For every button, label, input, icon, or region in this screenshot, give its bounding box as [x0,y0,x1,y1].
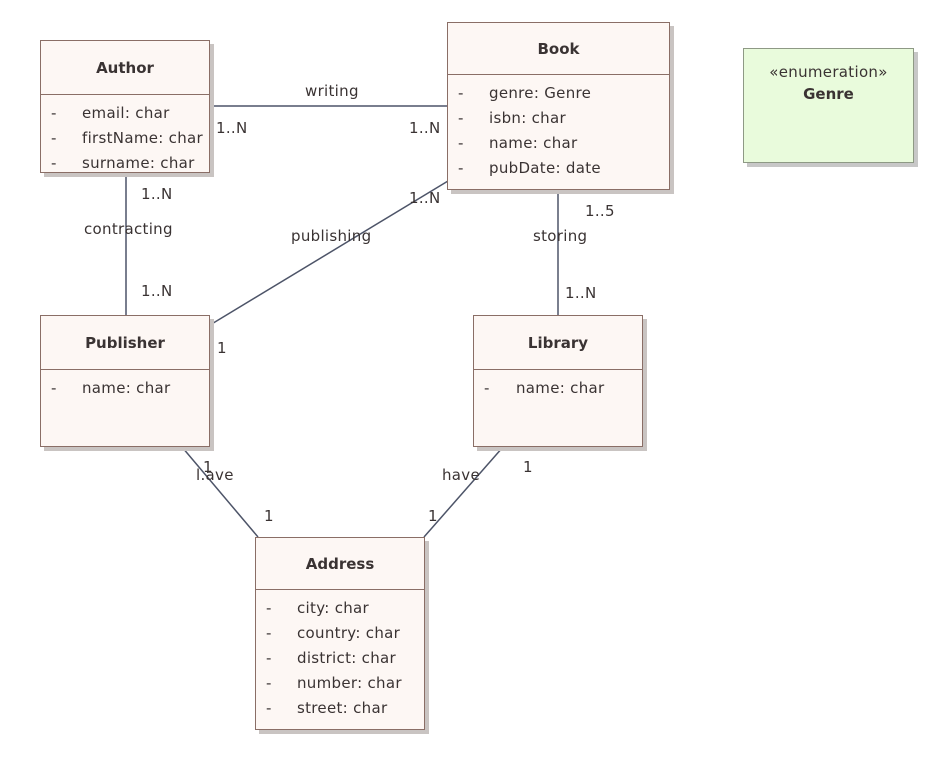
attribute-row[interactable]: - city: char [256,596,424,621]
library-class-name: Library [474,316,642,370]
attribute-row[interactable]: - district: char [256,646,424,671]
attribute-text: street: char [297,699,388,717]
attribute-visibility: - [266,599,272,617]
attribute-row[interactable]: - isbn: char [448,106,669,131]
attribute-visibility: - [51,379,57,397]
attribute-text: number: char [297,674,402,692]
attribute-text: country: char [297,624,401,642]
attribute-visibility: - [458,84,464,102]
attribute-row[interactable]: - name: char [448,131,669,156]
storing-label: storing [533,227,588,245]
attribute-visibility: - [266,674,272,692]
attribute-visibility: - [484,379,490,397]
attribute-text: genre: Genre [489,84,592,102]
attribute-row[interactable]: - street: char [256,696,424,721]
publisher-address-label: l.ave [196,466,234,484]
library-address-source-multiplicity: 1 [523,458,533,476]
genre-enumeration[interactable]: «enumeration» Genre [743,48,914,163]
attribute-row[interactable]: - surname: char [41,151,209,176]
storing-source-multiplicity: 1..5 [585,202,615,220]
attribute-row[interactable]: - name: char [474,376,642,401]
attribute-visibility: - [51,129,57,147]
attribute-text: email: char [82,104,170,122]
publishing-source-multiplicity: 1..N [409,189,441,207]
attribute-visibility: - [51,104,57,122]
attribute-text: city: char [297,599,370,617]
attribute-visibility: - [458,159,464,177]
attribute-row[interactable]: - name: char [41,376,209,401]
attribute-visibility: - [266,649,272,667]
attribute-text: district: char [297,649,396,667]
attribute-row[interactable]: - number: char [256,671,424,696]
attribute-visibility: - [266,699,272,717]
attribute-text: name: char [489,134,578,152]
enumeration-stereotype: «enumeration» [769,63,888,81]
contracting-source-multiplicity: 1..N [141,185,173,203]
attribute-visibility: - [266,624,272,642]
writing-label: writing [305,82,359,100]
attribute-row[interactable]: - genre: Genre [448,81,669,106]
address-attributes: - city: char - country: char - district: ch… [256,590,424,721]
attribute-row[interactable]: - firstName: char [41,126,209,151]
address-class[interactable]: Address - city: char - country: char - dist… [255,537,425,730]
storing-target-multiplicity: 1..N [565,284,597,302]
attribute-text: firstName: char [82,129,203,147]
attribute-row[interactable]: - email: char [41,101,209,126]
writing-source-multiplicity: 1..N [216,119,248,137]
publishing-target-multiplicity: 1 [217,339,227,357]
author-attributes: - email: char - firstName: char - surname: … [41,95,209,176]
publisher-attributes: - name: char [41,370,209,401]
enumeration-name: Genre [803,85,854,103]
attribute-text: pubDate: date [489,159,601,177]
library-address-label: have [442,466,481,484]
attribute-text: name: char [82,379,171,397]
attribute-visibility: - [458,134,464,152]
attribute-text: surname: char [82,154,195,172]
library-class[interactable]: Library - name: char [473,315,643,447]
author-class[interactable]: Author - email: char - firstName: char - su… [40,40,210,173]
publishing-association-line[interactable] [209,180,449,326]
book-class-name: Book [448,23,669,75]
publishing-label: publishing [291,227,372,245]
book-attributes: - genre: Genre - isbn: char - name: char - p… [448,75,669,181]
publisher-address-target-multiplicity: 1 [264,507,274,525]
publisher-class-name: Publisher [41,316,209,370]
publisher-address-association-line[interactable] [181,446,259,538]
library-address-target-multiplicity: 1 [428,507,438,525]
library-address-association-line[interactable] [423,446,504,538]
book-class[interactable]: Book - genre: Genre - isbn: char - name: ch… [447,22,670,190]
attribute-row[interactable]: - pubDate: date [448,156,669,181]
attribute-row[interactable]: - country: char [256,621,424,646]
publisher-class[interactable]: Publisher - name: char [40,315,210,447]
contracting-target-multiplicity: 1..N [141,282,173,300]
author-class-name: Author [41,41,209,95]
attribute-visibility: - [458,109,464,127]
attribute-text: isbn: char [489,109,566,127]
publisher-address-source-multiplicity: 1 [203,458,213,476]
address-class-name: Address [256,538,424,590]
contracting-label: contracting [84,220,173,238]
attribute-text: name: char [516,379,605,397]
attribute-visibility: - [51,154,57,172]
writing-target-multiplicity: 1..N [409,119,441,137]
library-attributes: - name: char [474,370,642,401]
